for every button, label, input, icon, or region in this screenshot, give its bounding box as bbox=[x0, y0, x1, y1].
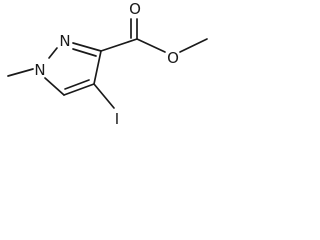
bond-c4-c5 bbox=[63, 83, 95, 96]
bond-c3-c4 bbox=[93, 50, 102, 85]
bond-oester-methyl bbox=[179, 38, 208, 53]
atom-n1-label: N bbox=[34, 61, 45, 79]
bond-c4-c5-inner bbox=[64, 79, 90, 90]
bond-n1-n2 bbox=[48, 47, 58, 59]
bond-c3-carbonyl bbox=[100, 38, 138, 52]
bond-c5-n1 bbox=[44, 77, 65, 96]
structure-diagram: N N O O I bbox=[7, 0, 208, 128]
atom-o-ester-label: O bbox=[167, 49, 179, 67]
bond-n2-c3 bbox=[72, 42, 102, 52]
bond-n2-c3-inner bbox=[72, 48, 97, 57]
atom-n2-label: N bbox=[59, 32, 70, 50]
bond-carbonyl-oester bbox=[136, 38, 166, 53]
atom-iodine-label: I bbox=[115, 110, 119, 128]
bond-c4-iodine bbox=[93, 83, 115, 109]
atom-layer: N N O O I bbox=[34, 0, 179, 128]
bond-layer bbox=[7, 18, 208, 109]
bond-methyl-n1 bbox=[7, 68, 34, 77]
atom-o-carbonyl-label: O bbox=[129, 0, 141, 18]
